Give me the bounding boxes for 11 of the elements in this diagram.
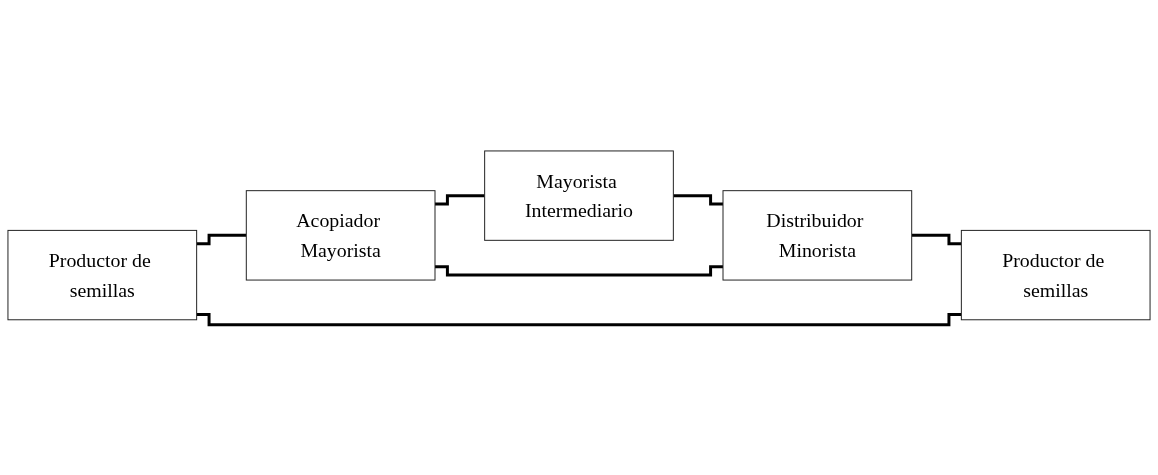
connector xyxy=(196,233,247,245)
node-box: Mayorista Intermediario xyxy=(484,150,674,241)
node-box: Productor de semillas xyxy=(7,229,198,320)
connector xyxy=(911,233,962,245)
connector xyxy=(435,265,723,277)
connector xyxy=(673,193,723,206)
node-box: Distribuidor Minorista xyxy=(722,189,913,281)
connector xyxy=(196,312,962,326)
node-box: Productor de semillas xyxy=(960,229,1151,320)
node-box: Acopiador Mayorista xyxy=(245,189,436,281)
connector xyxy=(435,193,485,206)
